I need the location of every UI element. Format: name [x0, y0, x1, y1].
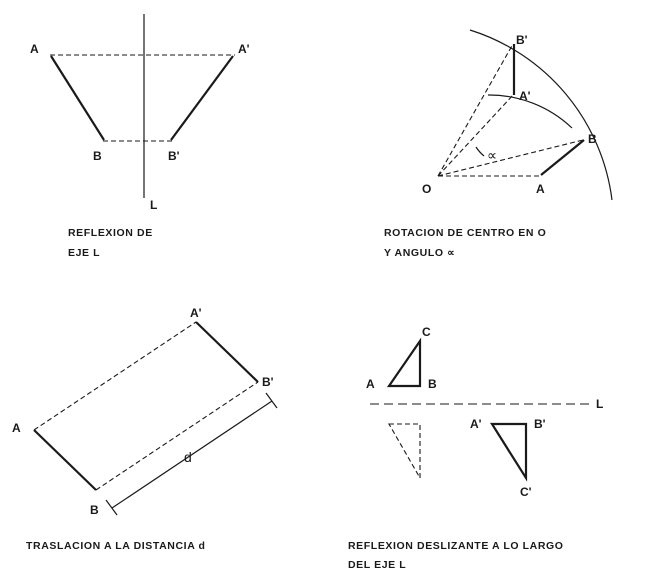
axis-label-l-glide: L — [596, 397, 603, 411]
distance-line-d — [111, 400, 273, 509]
point-label-c-prime-glide: C' — [520, 485, 532, 499]
point-label-o: O — [422, 182, 431, 196]
point-label-a-prime-translation: A' — [190, 306, 202, 320]
distance-tick-start — [105, 499, 118, 516]
point-label-b: B — [93, 149, 102, 163]
glide-caption-line1: REFLEXION DESLIZANTE A LO LARGO — [348, 540, 564, 552]
point-label-b-rotation: B — [588, 132, 597, 146]
point-label-a-prime-glide: A' — [470, 417, 482, 431]
point-label-a-rotation: A — [536, 182, 545, 196]
reflection-caption-line1: REFLEXION DE — [68, 227, 153, 239]
rotation-caption-line2: Y ANGULO ∝ — [384, 247, 455, 259]
triangle-a-prime-b-prime-c-prime — [490, 422, 528, 482]
point-label-a-glide: A — [366, 377, 375, 391]
translation-panel: A B A' B' d TRASLACION A LA DISTANCIA d — [12, 306, 278, 552]
inner-arc — [487, 94, 573, 129]
triangle-reflected-dashed — [388, 423, 421, 481]
segment-a-prime-b-prime — [170, 55, 234, 141]
triangle-abc — [386, 337, 422, 388]
segment-b-b-prime-translation — [95, 381, 259, 491]
point-label-a: A — [30, 42, 39, 56]
segment-o-b-prime — [437, 43, 514, 177]
rotation-caption-line1: ROTACION DE CENTRO EN O — [384, 227, 546, 239]
point-label-c-glide: C — [422, 325, 431, 339]
glide-reflection-panel: A B C L A' B' C' REFLEXION DESLIZANTE A … — [348, 325, 603, 571]
distance-label-d: d — [184, 449, 192, 465]
segment-a-prime-b-prime-translation — [195, 321, 259, 383]
point-label-b-prime-translation: B' — [262, 375, 274, 389]
segment-a-b — [50, 55, 105, 141]
point-label-a-prime-rotation: A' — [519, 89, 531, 103]
point-label-b-prime-glide: B' — [534, 417, 546, 431]
point-label-b-prime-rotation: B' — [516, 33, 528, 47]
segment-o-b — [437, 139, 584, 177]
point-label-a-translation: A — [12, 421, 21, 435]
point-label-a-prime: A' — [238, 42, 250, 56]
angle-arc — [475, 146, 485, 157]
segment-o-a-prime — [437, 93, 515, 177]
axis-label-l: L — [150, 198, 157, 212]
glide-caption-line2: DEL EJE L — [348, 559, 406, 571]
point-label-b-translation: B — [90, 503, 99, 517]
reflection-panel: A A' B B' L REFLEXION DE EJE L — [30, 14, 250, 259]
rotation-panel: O A B A' B' ∝ ROTACION DE CENTRO EN O Y … — [384, 29, 613, 259]
distance-tick-end — [265, 392, 278, 409]
point-label-b-prime: B' — [168, 149, 180, 163]
reflection-caption-line2: EJE L — [68, 247, 100, 259]
segment-a-a-prime-translation — [33, 321, 197, 431]
segment-a-b-rotation — [540, 139, 585, 176]
outer-arc — [469, 29, 613, 201]
translation-caption: TRASLACION A LA DISTANCIA d — [26, 540, 206, 552]
segment-a-b-translation — [33, 429, 97, 491]
point-label-b-glide: B — [428, 377, 437, 391]
angle-label-alpha: ∝ — [487, 147, 497, 163]
